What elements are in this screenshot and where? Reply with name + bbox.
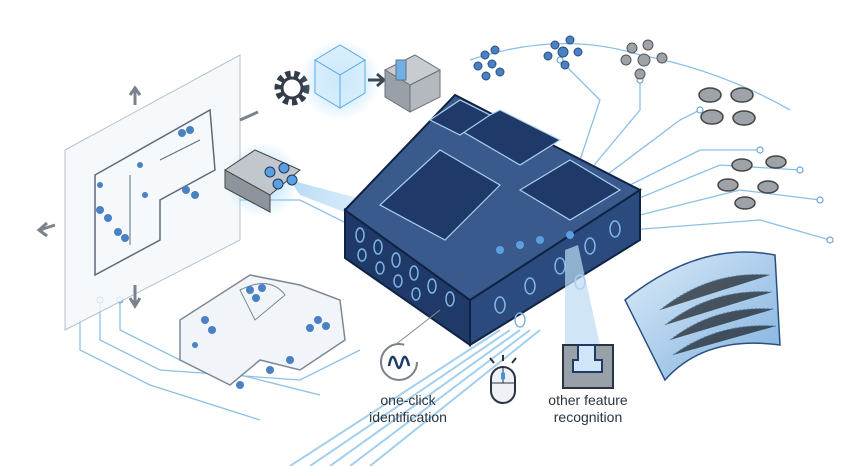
arrow-left-icon (36, 221, 56, 238)
arrow-icon (368, 72, 387, 88)
waveform-cycle-icon (380, 343, 418, 381)
hole-patterns (473, 35, 668, 81)
cube-icon (314, 44, 366, 109)
mouse-click-icon (489, 355, 517, 404)
arrow-up-icon (128, 85, 142, 105)
leader-line (394, 309, 441, 346)
countersunk-holes (698, 87, 787, 210)
label-line: identification (369, 409, 447, 425)
label-line: other feature (548, 392, 628, 408)
other-feature-recognition-label: other feature recognition (538, 392, 638, 426)
machined-part (343, 93, 642, 347)
arrow-down-icon (128, 285, 142, 309)
feature-beam (565, 245, 600, 345)
sketch-plane (36, 54, 259, 331)
light-streams (289, 329, 541, 466)
scanner-head (224, 142, 301, 218)
arrow-right-icon (239, 110, 259, 122)
t-slot-feature-icon (562, 344, 614, 389)
highlighted-part (179, 274, 346, 389)
one-click-identification-label: one-click identification (358, 392, 458, 426)
label-line: recognition (553, 409, 623, 425)
bracket-part-icon (383, 54, 442, 113)
curved-sheet (624, 251, 781, 382)
label-line: one-click (380, 392, 436, 408)
